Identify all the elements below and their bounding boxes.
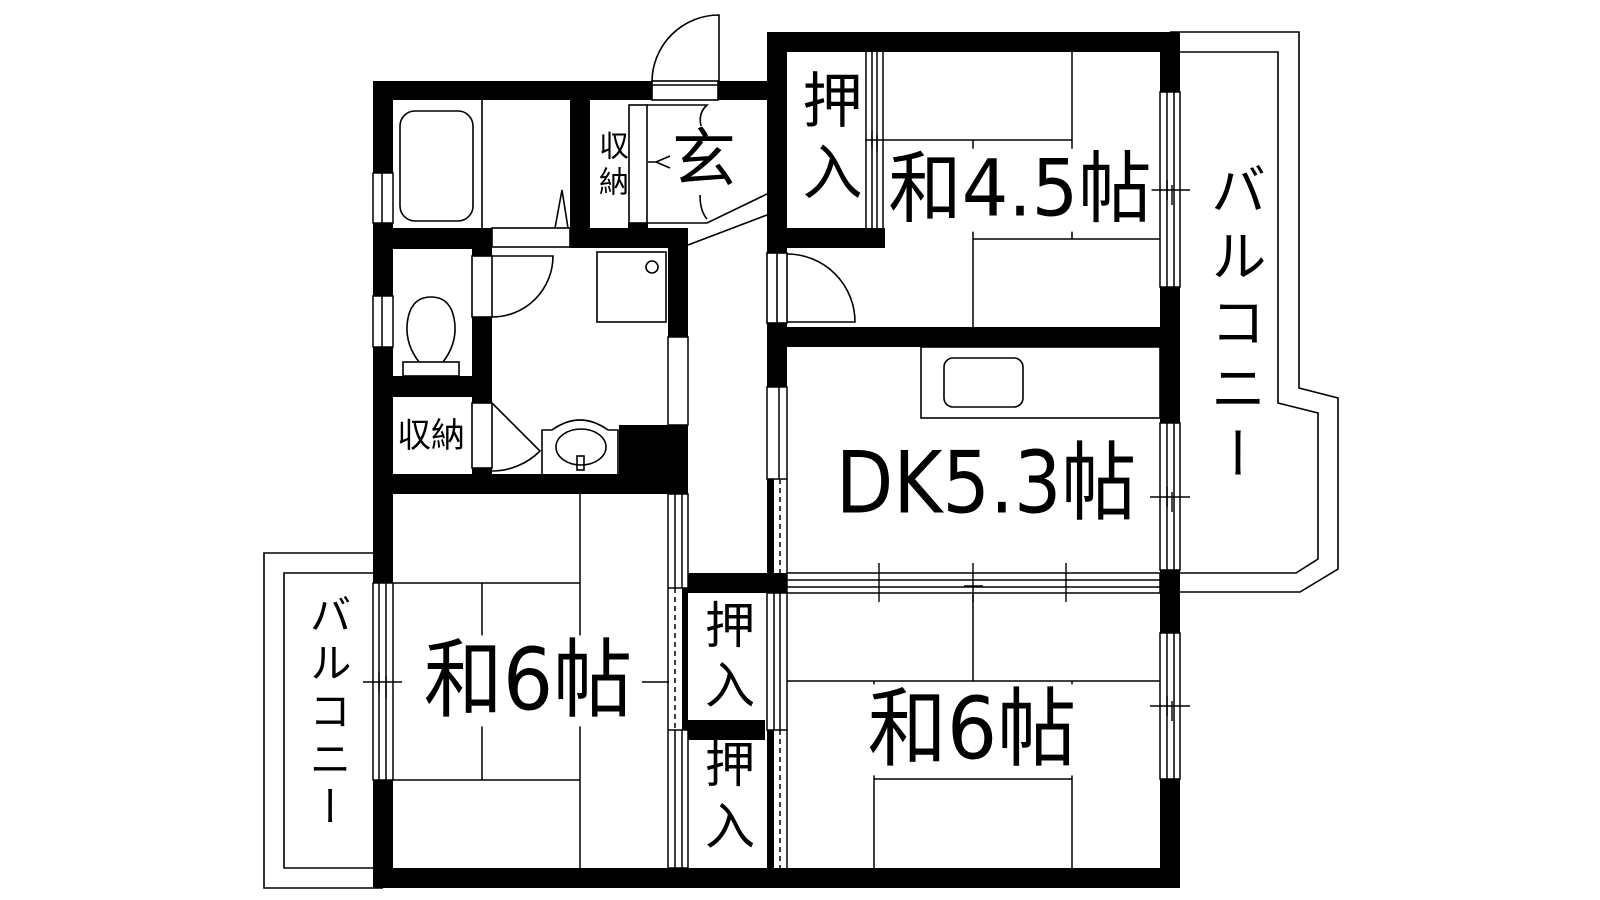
tick-6-left: [363, 672, 669, 698]
washing-machine-pan: [596, 251, 667, 323]
tick-4-5-closet: [871, 131, 878, 152]
wall-closet-4-5-bottom: [767, 228, 885, 248]
wall-left-1: [373, 81, 393, 173]
washbasin-bowl: [555, 428, 607, 466]
wall-right-block-left-upper: [767, 32, 787, 253]
balcony-right-label: バルコニー: [1201, 161, 1266, 491]
bath-window: [372, 172, 394, 224]
room-dk-label: DK5.3帖: [835, 433, 1137, 534]
wall-storage-right-bottom: [472, 468, 492, 474]
drain-circle: [645, 260, 659, 274]
wall-closet-top: [688, 573, 787, 593]
left-balcony-outer-line: [263, 552, 383, 889]
washbasin-tap: [576, 455, 585, 471]
wall-closet-separator: [688, 720, 765, 740]
entrance-storage-label: 収納: [593, 130, 628, 202]
wall-bath-bottom: [373, 228, 492, 249]
bathtub: [399, 110, 474, 222]
toilet-door-swing: [491, 255, 554, 318]
room-washitsu-6-right-label: 和6帖: [867, 679, 1077, 780]
left-room-right-sliding-upper-lines: [674, 494, 683, 588]
wall-bottom: [373, 868, 1180, 888]
room-washitsu-6-left-label: 和6帖: [423, 630, 633, 731]
room-washitsu-4-5-label: 和4.5帖: [888, 144, 1152, 235]
entrance-storage-door: [628, 104, 648, 224]
wall-right-block-top: [767, 32, 1180, 52]
bathroom-door-opening: [491, 227, 571, 248]
wall-washroom-block: [619, 425, 688, 474]
wall-left-partition-strip: [682, 588, 688, 730]
doors: [471, 14, 856, 472]
genkan-step-line: [647, 104, 768, 224]
wall-washroom-right: [668, 228, 688, 337]
room-4-5-door-swing: [786, 253, 856, 323]
wall-right-room-left-strip: [767, 730, 774, 868]
tick-6-right: [1150, 696, 1190, 721]
toilet-window: [372, 295, 394, 348]
wall-dk-left-strip: [767, 479, 774, 573]
entrance-label: 玄: [672, 123, 736, 197]
tick-dk-bottom: [878, 563, 1067, 602]
closet-right-sliding-lines: [773, 593, 781, 730]
entrance-door-frame: [651, 80, 719, 101]
toilet-door-frame: [471, 255, 493, 318]
toilet-tank: [402, 361, 460, 377]
washroom-storage-label: 収納: [397, 416, 465, 456]
wall-right-3: [1160, 570, 1180, 633]
washroom-opening: [667, 336, 689, 426]
closet-middle-upper-label: 押入: [697, 599, 755, 719]
closet-middle-lower-label: 押入: [697, 738, 755, 862]
dk-left-opening: [766, 386, 788, 480]
walls: [373, 32, 1180, 888]
wall-toilet-storage: [373, 376, 492, 397]
wall-right-4: [1160, 779, 1180, 888]
tatami-lines-room-4-5: [865, 52, 1160, 327]
wall-left-4: [373, 780, 393, 888]
wall-left-block-top-a: [373, 81, 652, 100]
wall-right-2: [1160, 287, 1180, 423]
storage-door-handle-icon: [648, 155, 671, 169]
kitchen-sink: [943, 357, 1024, 408]
balcony-outlines: [263, 31, 1339, 889]
genkan-diagonal-line: [687, 214, 768, 246]
right-balcony-outer-line: [1170, 31, 1339, 593]
tick-marks: [363, 131, 1190, 721]
left-room-right-sliding-lower-lines: [674, 730, 683, 868]
wall-entrance-bottom: [570, 228, 688, 248]
entrance-door-swing: [651, 14, 720, 83]
wall-left-3: [373, 347, 393, 583]
toilet-bowl: [406, 296, 456, 363]
wall-entrance-storage-block: [628, 223, 648, 229]
right-balcony-inner-line: [1180, 51, 1319, 574]
storage-door-frame: [471, 402, 493, 469]
wall-4-5-bottom: [767, 327, 1180, 347]
wall-right-1: [1160, 32, 1180, 92]
balcony-left-label: バルコニー: [303, 593, 352, 833]
closet-4-5-label: 押入: [792, 69, 862, 213]
closet-right-sliding: [766, 592, 788, 731]
dashed-door-lines: [674, 479, 781, 868]
left-room-right-sliding-upper: [667, 493, 689, 589]
bath-folding-door-icon: [554, 189, 569, 229]
wall-toilet-right-top: [472, 249, 492, 256]
wall-left-block-top-b: [718, 81, 767, 100]
tick-4-5-right: [1150, 180, 1190, 205]
storage-door-swing: [491, 402, 542, 472]
tick-dk-right: [1150, 487, 1190, 512]
washbasin-counter: [541, 419, 619, 474]
wall-service-bottom: [373, 474, 688, 494]
wall-bath-storage: [570, 100, 590, 248]
left-balcony-inner-line: [283, 572, 373, 869]
left-room-right-sliding-lower: [667, 729, 689, 869]
